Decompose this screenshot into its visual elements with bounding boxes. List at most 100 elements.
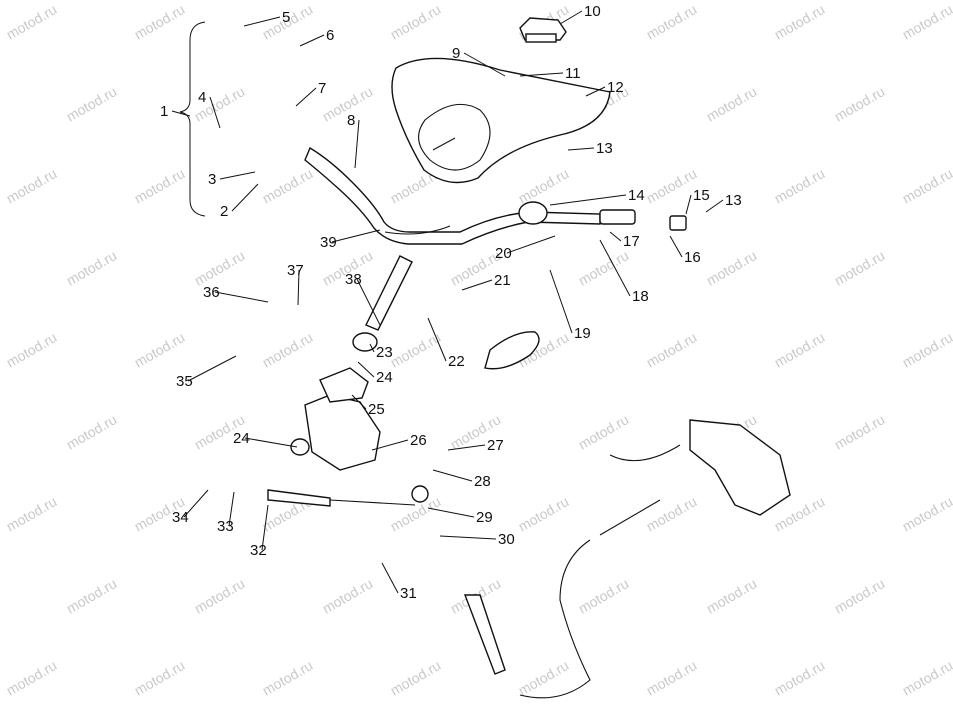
callout-label: 24: [376, 369, 393, 386]
callout-label: 7: [318, 80, 326, 97]
leader-line: [463, 52, 506, 77]
watermark-text: motod.ru: [192, 247, 248, 288]
callout-label: 11: [565, 65, 581, 82]
watermark-text: motod.ru: [64, 247, 120, 288]
watermark-text: motod.ru: [4, 1, 60, 42]
leader-line: [354, 119, 360, 169]
callout-label: 25: [368, 401, 385, 418]
hand-grip: [484, 331, 540, 370]
callout-label: 22: [448, 353, 465, 370]
watermark-text: motod.ru: [260, 165, 316, 206]
callout-label: 3: [208, 171, 216, 188]
leader-line: [549, 194, 627, 206]
watermark-text: motod.ru: [388, 657, 444, 698]
callout-label: 20: [495, 245, 512, 262]
leader-line: [357, 361, 375, 378]
leader-line: [705, 199, 724, 213]
callout-label: 18: [632, 288, 649, 305]
watermark-text: motod.ru: [4, 493, 60, 534]
callout-label: 13: [725, 192, 742, 209]
leader-line: [427, 507, 475, 518]
watermark-text: motod.ru: [64, 575, 120, 616]
callout-label: 39: [320, 234, 337, 251]
watermark-text: motod.ru: [4, 165, 60, 206]
leader-line: [549, 269, 573, 334]
leader-line: [183, 489, 209, 518]
callout-label: 10: [584, 3, 601, 20]
callout-label: 31: [400, 585, 417, 602]
throttle-cable: [463, 539, 591, 699]
watermark-text: motod.ru: [644, 329, 700, 370]
watermark-text: motod.ru: [4, 657, 60, 698]
callout-label: 27: [487, 437, 504, 454]
leader-line: [585, 86, 606, 97]
leader-line: [506, 235, 556, 254]
leader-line: [381, 562, 399, 594]
watermark-text: motod.ru: [772, 329, 828, 370]
callout-label: 1: [160, 103, 168, 120]
watermark-text: motod.ru: [832, 247, 888, 288]
watermark-text: motod.ru: [576, 575, 632, 616]
callout-label: 16: [684, 249, 701, 266]
leader-line: [371, 439, 409, 451]
callout-label: 33: [217, 518, 234, 535]
watermark-text: motod.ru: [64, 411, 120, 452]
watermark-text: motod.ru: [4, 329, 60, 370]
callout-label: 32: [250, 542, 267, 559]
watermark-text: motod.ru: [900, 165, 953, 206]
leader-line: [427, 317, 447, 362]
watermark-text: motod.ru: [260, 329, 316, 370]
watermark-text: motod.ru: [644, 657, 700, 698]
watermark-text: motod.ru: [644, 1, 700, 42]
watermark-text: motod.ru: [772, 165, 828, 206]
watermark-text: motod.ru: [900, 657, 953, 698]
watermark-text: motod.ru: [516, 493, 572, 534]
leader-line: [559, 10, 583, 25]
leader-line: [461, 279, 493, 291]
watermark-text: motod.ru: [644, 165, 700, 206]
leader-line: [331, 229, 381, 243]
watermark-text: motod.ru: [704, 247, 760, 288]
leader-line: [297, 269, 300, 306]
watermark-text: motod.ru: [644, 493, 700, 534]
callout-label: 21: [494, 272, 511, 289]
watermark-text: motod.ru: [832, 83, 888, 124]
steering-bracket: [290, 367, 381, 471]
watermark-text: motod.ru: [388, 1, 444, 42]
watermark-text: motod.ru: [704, 575, 760, 616]
group-bracket: [179, 21, 206, 217]
handlebar-pad: [391, 57, 611, 184]
watermark-text: motod.ru: [132, 1, 188, 42]
callout-label: 14: [628, 187, 645, 204]
watermark-text: motod.ru: [516, 165, 572, 206]
callout-label: 36: [203, 284, 220, 301]
callout-label: 2: [220, 203, 228, 220]
callout-label: 37: [287, 262, 304, 279]
watermark-text: motod.ru: [832, 411, 888, 452]
leader-line: [447, 444, 486, 451]
watermark-text: motod.ru: [900, 493, 953, 534]
callout-label: 5: [282, 9, 290, 26]
steering-post: [352, 255, 413, 352]
leader-line: [685, 194, 692, 215]
leader-line: [209, 96, 221, 129]
callout-label: 28: [474, 473, 491, 490]
leader-line: [599, 239, 631, 297]
leader-line: [299, 34, 325, 47]
watermark-text: motod.ru: [132, 165, 188, 206]
callout-label: 6: [326, 27, 334, 44]
callout-label: 30: [498, 531, 515, 548]
leader-line: [228, 491, 235, 527]
callout-label: 4: [198, 89, 206, 106]
callout-label: 23: [376, 344, 393, 361]
leader-line: [432, 469, 473, 482]
callout-label: 12: [607, 79, 624, 96]
leader-line: [519, 72, 564, 77]
watermark-text: motod.ru: [900, 1, 953, 42]
callout-label: 26: [410, 432, 427, 449]
leader-line: [214, 291, 269, 303]
leader-line: [295, 87, 317, 107]
leader-line: [243, 16, 281, 27]
